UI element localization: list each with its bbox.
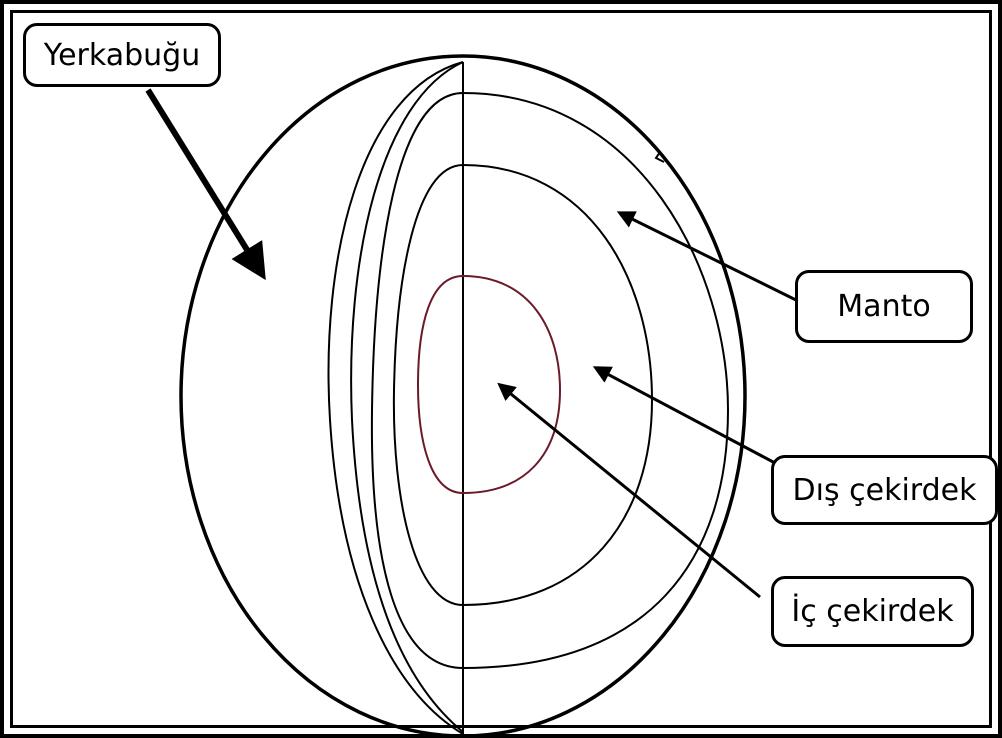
arrow-inner-core	[500, 385, 760, 597]
mantle-label: Manto	[795, 270, 973, 343]
outer-core-boundary	[394, 165, 652, 605]
arrow-outer-core	[596, 368, 775, 463]
crust-cut-edge	[329, 62, 463, 734]
inner-core-label: İç çekirdek	[771, 576, 974, 647]
outer-core-label: Dış çekirdek	[771, 455, 998, 525]
crust-label: Yerkabuğu	[23, 23, 221, 87]
arrow-mantle	[620, 213, 800, 302]
mantle-boundary	[372, 93, 728, 668]
inner-core-boundary	[418, 276, 560, 493]
